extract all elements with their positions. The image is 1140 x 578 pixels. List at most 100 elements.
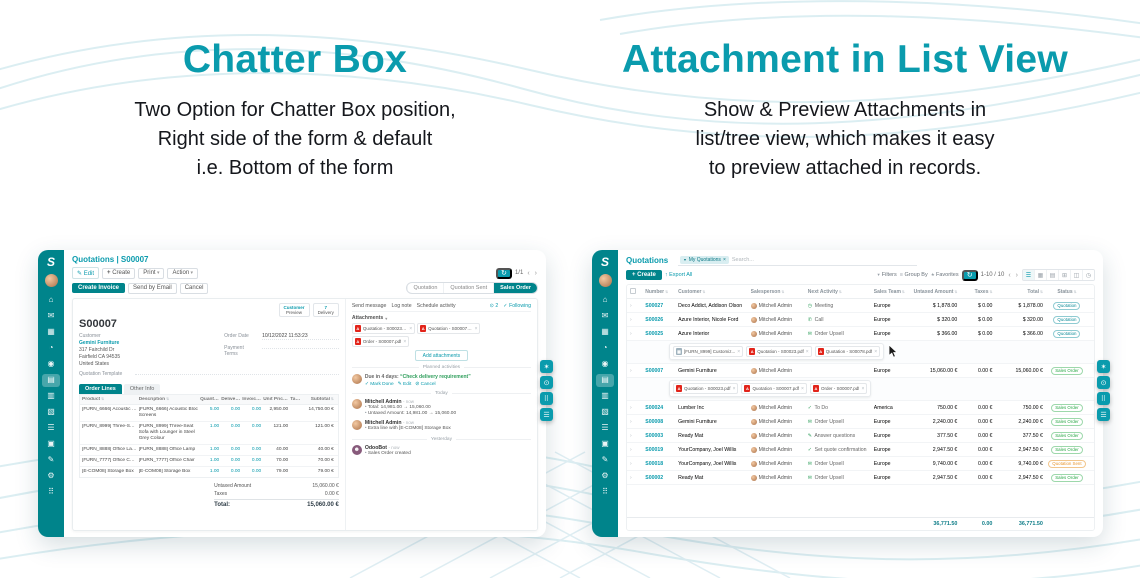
next-page-icon[interactable]: [1015, 272, 1019, 279]
home-icon[interactable]: ⌂: [602, 295, 608, 304]
remove-attachment-icon[interactable]: [403, 339, 406, 345]
quotation-number[interactable]: S00025: [645, 330, 664, 337]
quotation-number[interactable]: S00026: [645, 316, 664, 323]
breadcrumb[interactable]: Quotations: [626, 256, 669, 265]
remove-attachment-icon[interactable]: [475, 326, 478, 332]
send-message-button[interactable]: Send message: [351, 303, 387, 309]
notebook-tab[interactable]: Other Info: [123, 383, 161, 394]
attachment-chip[interactable]: Quotation - S00023.pdf: [746, 346, 812, 357]
edit-activity-button[interactable]: Edit: [398, 382, 411, 387]
smart-button[interactable]: 7 Delivery: [312, 303, 339, 317]
attachment-chip[interactable]: Order - S00007.pdf: [809, 383, 868, 394]
order-line-column-header[interactable]: Quantity: [200, 397, 221, 402]
column-header[interactable]: Sales Team: [874, 289, 911, 295]
list-row[interactable]: [FURN_8999] Customiz... Quotation - S000…: [627, 341, 1094, 364]
select-all-checkbox[interactable]: [630, 287, 636, 294]
attachments-section-header[interactable]: Attachments: [352, 315, 531, 321]
following-button[interactable]: Following: [503, 303, 531, 309]
edit-button[interactable]: Edit: [72, 267, 100, 279]
expand-row-icon[interactable]: [630, 368, 632, 374]
expand-row-icon[interactable]: [630, 303, 632, 309]
employees-icon[interactable]: ✎: [47, 455, 55, 464]
home-icon[interactable]: ⌂: [48, 295, 54, 304]
chatter-message[interactable]: Mitchell Admin - now Extra line with [E-…: [351, 420, 531, 432]
quotation-number[interactable]: S00007: [645, 367, 664, 374]
purchase-icon[interactable]: ☰: [47, 423, 55, 432]
next-activity-cell[interactable]: ◷ Meeting: [807, 302, 834, 309]
graph-view-icon[interactable]: ◫: [1070, 270, 1082, 280]
expand-row-icon[interactable]: [630, 317, 632, 323]
calendar-view-icon[interactable]: ▤: [1046, 270, 1058, 280]
create-button[interactable]: Create: [626, 270, 662, 280]
next-activity-cell[interactable]: ✉ Order Upsell: [807, 418, 844, 425]
remove-attachment-icon[interactable]: [861, 386, 864, 392]
expand-row-icon[interactable]: [630, 447, 632, 453]
next-activity-cell[interactable]: [808, 368, 874, 374]
list-row[interactable]: S00003 Ready Mat Mitchell Admin ✎ Answer…: [627, 429, 1094, 443]
order-line-row[interactable]: [FURN_8888] Office Lamp [FURN_8888] Offi…: [80, 445, 338, 456]
send-by-email-button[interactable]: Send by Email: [128, 282, 177, 294]
order-line-column-header[interactable]: Product: [82, 397, 139, 402]
prev-page-icon[interactable]: [1007, 272, 1011, 279]
attachment-chip[interactable]: Order - S00007.pdf: [351, 336, 410, 347]
attachment-chip[interactable]: Quotation - S00078.pdf: [814, 346, 881, 357]
expand-row-icon[interactable]: [630, 405, 632, 411]
bookmark-tool-icon[interactable]: ✶: [540, 360, 553, 373]
order-line-row[interactable]: [FURN_8999] Three-Seat Sofa [FURN_8999] …: [80, 422, 338, 445]
next-activity-cell[interactable]: ✉ Order Upsell: [807, 474, 844, 481]
accounting-icon[interactable]: ▣: [47, 439, 55, 448]
user-avatar[interactable]: [44, 274, 58, 287]
expand-row-icon[interactable]: [630, 433, 632, 439]
settings-icon[interactable]: ⚙: [47, 471, 55, 480]
discuss-icon[interactable]: ✉: [601, 311, 609, 320]
order-line-column-header[interactable]: Subtotal: [304, 397, 336, 402]
mark-done-button[interactable]: Mark Done: [365, 382, 393, 387]
group-by-button[interactable]: Group By: [900, 272, 927, 278]
list-row[interactable]: S00008 Gemini Furniture Mitchell Admin ✉…: [627, 415, 1094, 429]
cancel-activity-button[interactable]: Cancel: [415, 382, 436, 387]
dashboard-icon[interactable]: ▥: [601, 391, 609, 400]
apps-grid-tool-icon[interactable]: ⠿: [540, 392, 553, 405]
column-header[interactable]: Salesperson: [751, 289, 808, 295]
search-tool-icon[interactable]: ⊙: [1097, 376, 1110, 389]
expand-row-icon[interactable]: [630, 475, 632, 481]
contacts-icon[interactable]: ◔: [602, 343, 608, 352]
add-attachments-button[interactable]: Add attachments: [414, 350, 469, 361]
column-header[interactable]: Customer: [678, 289, 751, 295]
remove-attachment-icon[interactable]: [409, 326, 412, 332]
employees-icon[interactable]: ✎: [601, 455, 609, 464]
list-row[interactable]: S00025 Azure Interior Mitchell Admin ✉ O…: [627, 327, 1094, 341]
list-row[interactable]: S00024 Lumber Inc Mitchell Admin ✓ To Do: [627, 401, 1094, 415]
create-invoice-button[interactable]: Create Invoice: [72, 283, 126, 293]
notebook-tab[interactable]: Order Lines: [79, 383, 122, 394]
list-row[interactable]: S00027 Deco Addict, Addison Olson Mitche…: [627, 299, 1094, 313]
attachment-chip[interactable]: Quotation - S00007.pdf: [417, 323, 481, 334]
chatter-message[interactable]: OdooBot - now Sales Order created: [351, 444, 531, 457]
sales-icon[interactable]: ▤: [42, 373, 60, 387]
quotation-number[interactable]: S00019: [645, 446, 664, 453]
calendar-icon[interactable]: ▦: [47, 327, 55, 336]
smart-button[interactable]: Customer Preview: [278, 303, 310, 317]
column-header[interactable]: Untaxed Amount: [911, 289, 959, 295]
quotation-number[interactable]: S00027: [645, 302, 664, 309]
next-record-icon[interactable]: [534, 270, 538, 277]
column-header[interactable]: Status: [1045, 289, 1091, 295]
list-row[interactable]: S00026 Azure Interior, Nicole Ford Mitch…: [627, 313, 1094, 327]
activity-view-icon[interactable]: ◷: [1082, 270, 1094, 280]
order-line-row[interactable]: [E-COM08] Storage Box [E-COM08] Storage …: [80, 467, 338, 477]
cancel-order-button[interactable]: Cancel: [179, 282, 209, 294]
order-line-row[interactable]: [FURN_7777] Office Chair [FURN_7777] Off…: [80, 456, 338, 467]
message-author[interactable]: Mitchell Admin: [364, 420, 402, 427]
list-row[interactable]: Quotation - S00023.pdf Quotation - S0000…: [627, 378, 1094, 401]
crm-icon[interactable]: ◉: [601, 359, 609, 368]
action-button[interactable]: Action: [167, 267, 199, 279]
remove-facet-icon[interactable]: [723, 257, 726, 263]
apps-icon[interactable]: ⠿: [48, 487, 54, 496]
list-view-icon[interactable]: ☰: [1023, 270, 1034, 280]
attachment-chip[interactable]: [FURN_8999] Customiz...: [673, 346, 744, 357]
favorites-button[interactable]: Favorites: [931, 272, 959, 278]
column-header[interactable]: Number: [645, 289, 678, 295]
contacts-icon[interactable]: ◔: [48, 343, 54, 352]
remove-attachment-icon[interactable]: [806, 349, 809, 355]
apps-grid-tool-icon[interactable]: ⠿: [1097, 392, 1110, 405]
